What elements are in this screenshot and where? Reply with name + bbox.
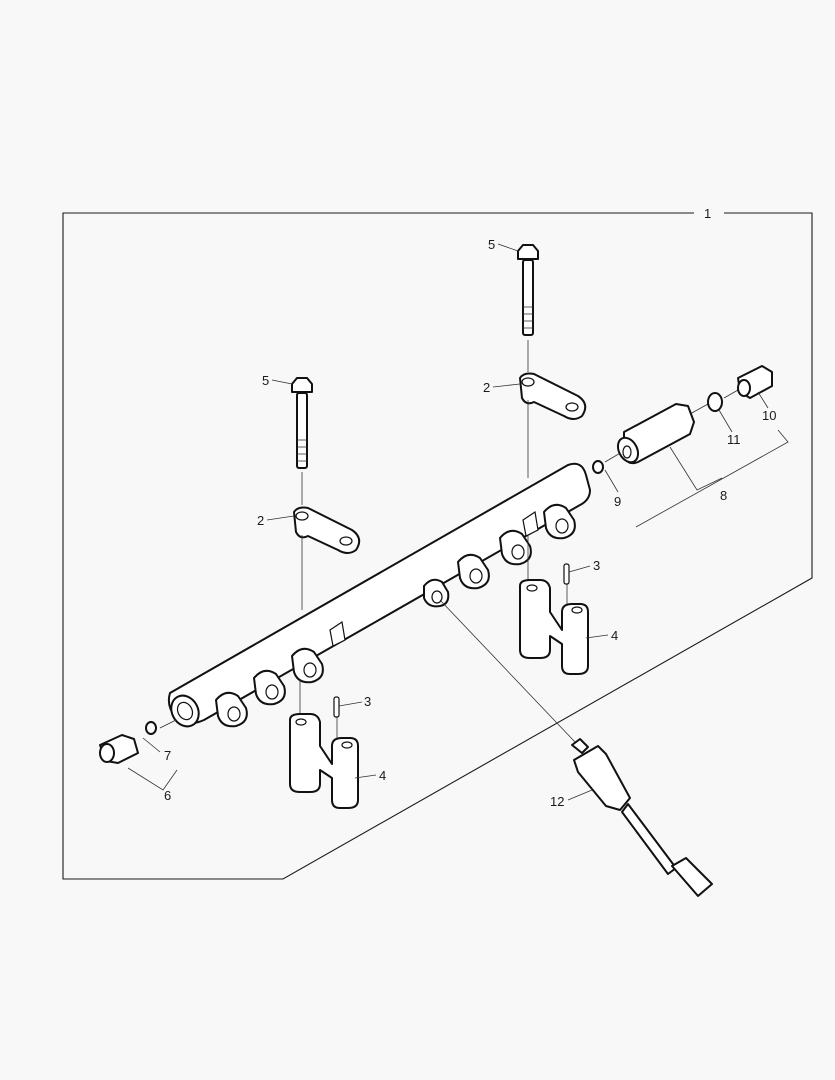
washer-valve-outer[interactable]: [707, 392, 723, 412]
rail-pressure-sensor[interactable]: [571, 738, 713, 897]
callout-2-right[interactable]: 2: [483, 380, 490, 395]
assembly-outline: [62, 212, 813, 880]
fuel-rail[interactable]: [166, 462, 591, 731]
kit-brackets: [127, 391, 789, 791]
dowel-pin-left[interactable]: [333, 696, 340, 718]
inlet-fitting[interactable]: [99, 734, 139, 764]
washer-valve-inner[interactable]: [592, 460, 604, 474]
callout-10[interactable]: 10: [762, 408, 776, 423]
pressure-limiting-valve[interactable]: [614, 403, 695, 466]
end-fitting[interactable]: [737, 365, 773, 399]
support-bracket-right[interactable]: [519, 579, 589, 675]
bolt-left[interactable]: [291, 377, 313, 469]
clamp-bracket-left[interactable]: [293, 506, 361, 554]
callout-8[interactable]: 8: [720, 488, 727, 503]
callout-5-right[interactable]: 5: [488, 237, 495, 252]
callout-11[interactable]: 11: [727, 432, 741, 447]
callout-9[interactable]: 9: [614, 494, 621, 509]
support-bracket-left[interactable]: [289, 713, 359, 809]
callout-12[interactable]: 12: [550, 794, 564, 809]
callout-3-right[interactable]: 3: [593, 558, 600, 573]
callout-1[interactable]: 1: [704, 206, 711, 221]
callout-2-left[interactable]: 2: [257, 513, 264, 528]
assembly-lines: [159, 340, 739, 743]
callout-3-left[interactable]: 3: [364, 694, 371, 709]
washer-inlet[interactable]: [145, 721, 157, 735]
dowel-pin-right[interactable]: [563, 563, 570, 585]
callout-4-right[interactable]: 4: [611, 628, 618, 643]
callout-4-left[interactable]: 4: [379, 768, 386, 783]
clamp-bracket-right[interactable]: [519, 372, 587, 420]
callout-7[interactable]: 7: [164, 748, 171, 763]
callout-6[interactable]: 6: [164, 788, 171, 803]
leader-lines: [266, 243, 609, 801]
callout-5-left[interactable]: 5: [262, 373, 269, 388]
bolt-right[interactable]: [517, 244, 539, 336]
